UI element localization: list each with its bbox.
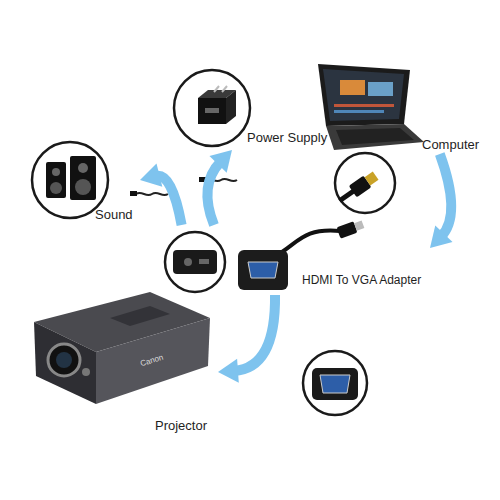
hdmi-plug-detail [335, 153, 395, 213]
device-adapter: HDMI To VGA Adapter [160, 225, 430, 295]
laptop-keyboard [336, 128, 414, 145]
laptop-screen [318, 64, 410, 126]
speaker-illustration [32, 142, 108, 218]
usb-port [205, 108, 219, 113]
plug-prong [222, 86, 227, 92]
detail-circle [335, 153, 395, 213]
flow-arrow [207, 150, 232, 225]
projector-sensor [82, 368, 90, 376]
device-label: Sound [95, 207, 133, 222]
device-power-supply: Power Supply [172, 68, 332, 150]
adapter-cable [282, 231, 340, 252]
laptop-base [326, 124, 424, 150]
arrow-head [430, 225, 453, 248]
cable-plug [130, 191, 137, 196]
speaker-cone [52, 168, 60, 176]
projector-side [96, 318, 210, 404]
screen-thumbnail [340, 80, 365, 95]
projector-panel [110, 306, 170, 326]
arrow-shaft [234, 295, 275, 371]
hdmi-plug [336, 219, 365, 239]
arrow-shaft [440, 154, 451, 237]
flow-arrow [430, 154, 453, 248]
speaker-cone [78, 163, 88, 173]
audio-port [184, 258, 192, 266]
detail-circle [32, 142, 108, 218]
laptop-illustration [318, 64, 424, 150]
adapter-side [173, 250, 217, 274]
arrow-head [140, 163, 162, 186]
screen-timeline [334, 104, 394, 107]
projector-lens-glass [56, 352, 72, 368]
screen-thumbnail [368, 82, 393, 96]
hdmi-cable [340, 190, 355, 200]
speaker-cone [75, 179, 91, 195]
hdmi-plug [336, 170, 380, 207]
projector-illustration [34, 292, 210, 404]
vga-port [320, 375, 350, 393]
hdmi-plug-tip [354, 220, 364, 230]
arrow-shaft [207, 161, 220, 225]
flow-arrow [140, 163, 182, 225]
audio-port-detail [165, 232, 225, 292]
detail-circle [165, 232, 225, 292]
power-supply-illustration [174, 70, 250, 146]
device-projector: Projector [28, 290, 218, 435]
hdmi-plug-body [336, 221, 357, 238]
flow-arrow [218, 295, 275, 383]
arrow-head [218, 359, 239, 383]
arrow-head [209, 150, 232, 173]
charger-side [226, 90, 236, 124]
plug-prong [214, 86, 219, 92]
device-label: Power Supply [247, 130, 327, 145]
speaker-cone [50, 182, 62, 194]
projector-lens [48, 344, 80, 376]
device-label: Computer [422, 137, 479, 152]
vga-port [248, 262, 278, 278]
laptop-display [323, 69, 404, 121]
projector-front [34, 322, 96, 404]
vga-port-detail [303, 351, 367, 415]
device-computer: Computer [312, 66, 492, 154]
audio-cable [136, 193, 168, 195]
adapter-body [238, 250, 288, 290]
screen-timeline [334, 110, 384, 113]
speaker-right [70, 156, 96, 200]
charger-front [198, 98, 226, 124]
adapter-front [312, 368, 358, 400]
device-label: HDMI To VGA Adapter [302, 273, 421, 288]
detail-circle [303, 351, 367, 415]
device-sound: Sound [30, 140, 140, 225]
device-label: Projector [155, 418, 207, 433]
usb-port [199, 259, 209, 264]
hdmi-plug-tip [365, 171, 379, 185]
detail-circle [174, 70, 250, 146]
speaker-left [46, 162, 66, 198]
